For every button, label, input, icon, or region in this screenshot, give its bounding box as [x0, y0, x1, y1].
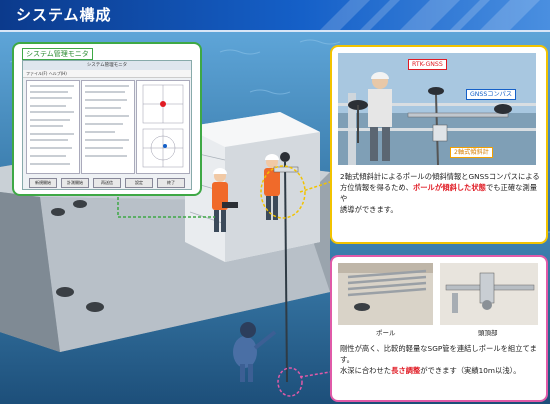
sensor-desc-highlight: ポールが傾斜した状態 — [412, 183, 486, 192]
monitor-label: システム管理モニタ — [22, 48, 93, 60]
monitor-panel-mid — [81, 80, 135, 174]
pole-caption: ポール — [376, 329, 396, 337]
pole-desc-highlight: 長さ調整 — [391, 366, 421, 375]
pole-desc-line-2-post: ができます（実績10m以浅）。 — [420, 366, 521, 375]
monitor-panel-right — [136, 80, 190, 174]
pole-top-photo — [440, 263, 538, 325]
monitor-panel-left — [26, 80, 80, 174]
worker-with-laptop — [212, 168, 238, 232]
start-new-button[interactable]: 新規開始 — [29, 178, 57, 188]
sensor-desc-line-2: 方位情報を得るため、ポールが傾斜した状態でも正確な測量や — [340, 182, 540, 204]
position-graphs — [142, 84, 184, 168]
exit-button[interactable]: 終了 — [157, 178, 185, 188]
panel-left-rows — [30, 85, 74, 165]
sensor-desc-line-2-pre: 方位情報を得るため、 — [340, 183, 413, 192]
tilt-sensor-tag: 2軸式傾斜計 — [450, 147, 493, 158]
sensor-desc-line-3: 誘導ができます。 — [340, 205, 398, 214]
pole-desc-line-1: 剛性が高く、比較的軽量なSGP管を連結しポールを組立てます。 — [340, 344, 537, 364]
pole-photo — [338, 263, 433, 325]
pole-desc-line-2: 水深に合わせた長さ調整ができます（実績10m以浅）。 — [340, 365, 540, 376]
start-measure-button[interactable]: 計測開始 — [61, 178, 89, 188]
monitor-window-title: システム管理モニタ — [23, 61, 191, 70]
pole-top-photo-illustration — [440, 263, 538, 325]
monitor-window: システム管理モニタ ファイル(F) ヘルプ(H) — [22, 60, 192, 190]
pole-top-caption: 頭頂部 — [478, 329, 498, 337]
sensor-desc-line-1: 2軸式傾斜計によるポールの傾斜情報とGNSSコンパスによる — [340, 172, 540, 181]
resend-button[interactable]: 再送信 — [93, 178, 121, 188]
pole-callout: ポール 頭頂部 剛性が高く、比較的軽量なSGP管を連結しポールを組立てます。 水… — [330, 255, 548, 402]
pole-desc-line-2-pre: 水深に合わせた — [340, 366, 392, 375]
header-banner: システム構成 — [0, 0, 550, 32]
sensor-photo-illustration — [338, 53, 536, 165]
panel-mid-rows — [85, 85, 129, 157]
monitor-window-menu: ファイル(F) ヘルプ(H) — [23, 70, 191, 78]
gnss-compass-tag: GNSSコンパス — [466, 89, 517, 100]
pole-description: 剛性が高く、比較的軽量なSGP管を連結しポールを組立てます。 水深に合わせた長さ… — [340, 343, 540, 376]
sensor-description: 2軸式傾斜計によるポールの傾斜情報とGNSSコンパスによる 方位情報を得るため、… — [340, 171, 540, 215]
sensor-callout: RTK-GNSS GNSSコンパス 2軸式傾斜計 2軸式傾斜計によるポールの傾斜… — [330, 45, 548, 244]
sensor-photo: RTK-GNSS GNSSコンパス 2軸式傾斜計 — [338, 53, 536, 165]
pole-photo-illustration — [338, 263, 433, 325]
survey-pole — [284, 161, 288, 383]
worker-with-pole — [264, 154, 280, 220]
page-title: システム構成 — [16, 6, 112, 24]
banner-stripes-decoration — [320, 0, 540, 30]
diver — [233, 322, 277, 382]
settings-button[interactable]: 設定 — [125, 178, 153, 188]
rtk-gnss-tag: RTK-GNSS — [408, 59, 447, 70]
system-monitor-callout: システム管理モニタ システム管理モニタ ファイル(F) ヘルプ(H) — [12, 42, 202, 196]
sensor-desc-line-2-post: でも正確な測量や — [340, 183, 538, 203]
